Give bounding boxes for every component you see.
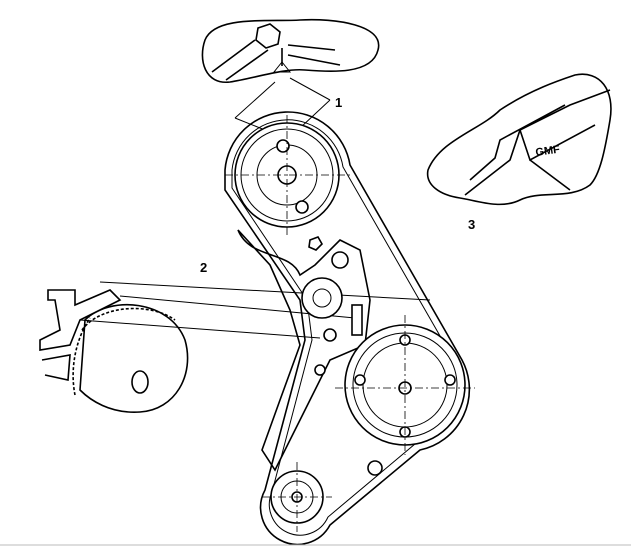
callout-arrows-1 [234,77,331,133]
inset-camshaft-mark [201,18,380,83]
timing-belt [224,111,471,546]
callout-2: 2 [200,260,207,275]
camshaft-pulley [225,115,350,235]
callout-3: 3 [468,217,475,232]
engine-housing [237,229,371,472]
housing-bolt [314,364,326,376]
inset-crank-gear [39,289,189,413]
crankshaft-pulley [262,462,332,532]
intermediate-pulley [335,315,475,455]
belt-marking-text: GMF [535,144,561,159]
callout-1: 1 [335,95,342,110]
inset-belt-marking: GMF [426,73,612,206]
idler-bolt [367,460,383,476]
belt-tensioner [301,236,363,342]
